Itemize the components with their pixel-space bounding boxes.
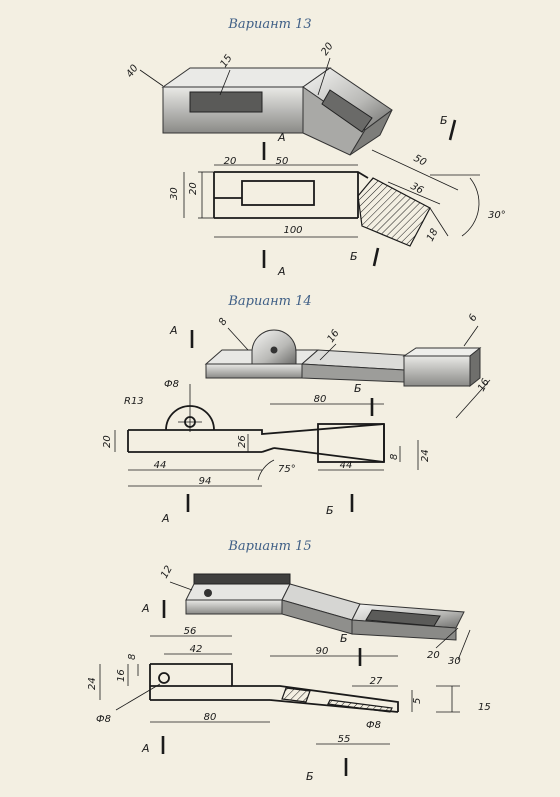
v14-iso-dim-16: 16 <box>325 328 341 345</box>
v14-section-b-top: Б <box>354 382 362 395</box>
v14-dim-26: 26 <box>237 435 248 448</box>
v13-section-b-bottom: Б <box>350 250 358 263</box>
v13-dim-36: 36 <box>409 181 425 197</box>
v13-iso-dim-20: 20 <box>319 41 335 58</box>
v14-section-a-top: А <box>169 324 178 337</box>
v13-dim-20-top: 20 <box>224 156 237 167</box>
v15-section-a-bottom: А <box>141 742 150 755</box>
v15-dim-8: 8 <box>127 654 138 660</box>
v15-dim-56: 56 <box>184 626 197 637</box>
v14-dim-r13: R13 <box>124 396 144 407</box>
v15-section-a-top: А <box>141 602 150 615</box>
v13-dim-20-left: 20 <box>188 182 199 195</box>
v13-dim-30deg: 30° <box>488 210 506 221</box>
v13-section-b-top: Б <box>440 114 448 127</box>
v14-dim-20: 20 <box>102 435 113 448</box>
v14-dim-44-right: 44 <box>340 460 353 471</box>
v15-dim-5: 5 <box>412 698 423 704</box>
v13-section-a-bottom: А <box>277 265 286 278</box>
v14-dim-24: 24 <box>420 449 431 462</box>
v15-dim-55: 55 <box>338 734 351 745</box>
v13-dim-30: 30 <box>169 187 180 200</box>
v15-dim-27: 27 <box>370 676 383 687</box>
v15-section-b-top: Б <box>340 632 348 645</box>
variant-13-isometric <box>161 67 393 156</box>
v15-dim-24: 24 <box>87 677 98 690</box>
v13-dim-100: 100 <box>283 225 302 236</box>
v15-dim-42: 42 <box>190 644 203 655</box>
v13-dim-50: 50 <box>276 156 289 167</box>
variant-13-title: Вариант 13 <box>227 17 311 32</box>
v15-iso-dim-20: 20 <box>427 650 440 661</box>
variant-14-isometric <box>204 329 482 388</box>
v14-dim-phi8: Ф8 <box>164 379 179 390</box>
variant-15-title: Вариант 15 <box>227 539 311 554</box>
v14-iso-dim-8: 8 <box>217 316 230 327</box>
v15-dim-90: 90 <box>316 646 329 657</box>
v14-dim-75deg: 75° <box>278 464 296 475</box>
v14-section-a-bottom: А <box>161 512 170 525</box>
v14-dim-8: 8 <box>389 454 400 460</box>
v13-section-a-top: А <box>277 131 286 144</box>
v13-iso-dim-15: 15 <box>218 53 234 70</box>
v15-section-b-bottom: Б <box>306 770 314 783</box>
variant-14-title: Вариант 14 <box>227 294 311 309</box>
v15-dim-80: 80 <box>204 712 217 723</box>
v15-dim-phi8-right: Ф8 <box>366 720 381 731</box>
variant-14-view <box>114 384 419 487</box>
v13-dim-18: 18 <box>425 227 441 243</box>
v15-dim-phi8-left: Ф8 <box>96 714 111 725</box>
variant-15-isometric <box>185 573 465 641</box>
v15-iso-dim-12: 12 <box>159 564 175 581</box>
v15-dim-16: 16 <box>116 669 127 682</box>
v15-dim-15: 15 <box>478 702 491 713</box>
variant-15-view <box>99 635 460 745</box>
v13-iso-dim-40: 40 <box>124 63 140 80</box>
v14-section-b-bottom: Б <box>326 504 334 517</box>
v13-dim-50-angled: 50 <box>412 153 428 169</box>
v14-dim-44-left: 44 <box>154 460 167 471</box>
v14-dim-94: 94 <box>199 476 212 487</box>
v14-dim-80: 80 <box>314 394 327 405</box>
v14-iso-dim-6: 6 <box>467 312 480 323</box>
v15-iso-dim-30: 30 <box>448 656 461 667</box>
variant-13-view <box>183 149 480 247</box>
